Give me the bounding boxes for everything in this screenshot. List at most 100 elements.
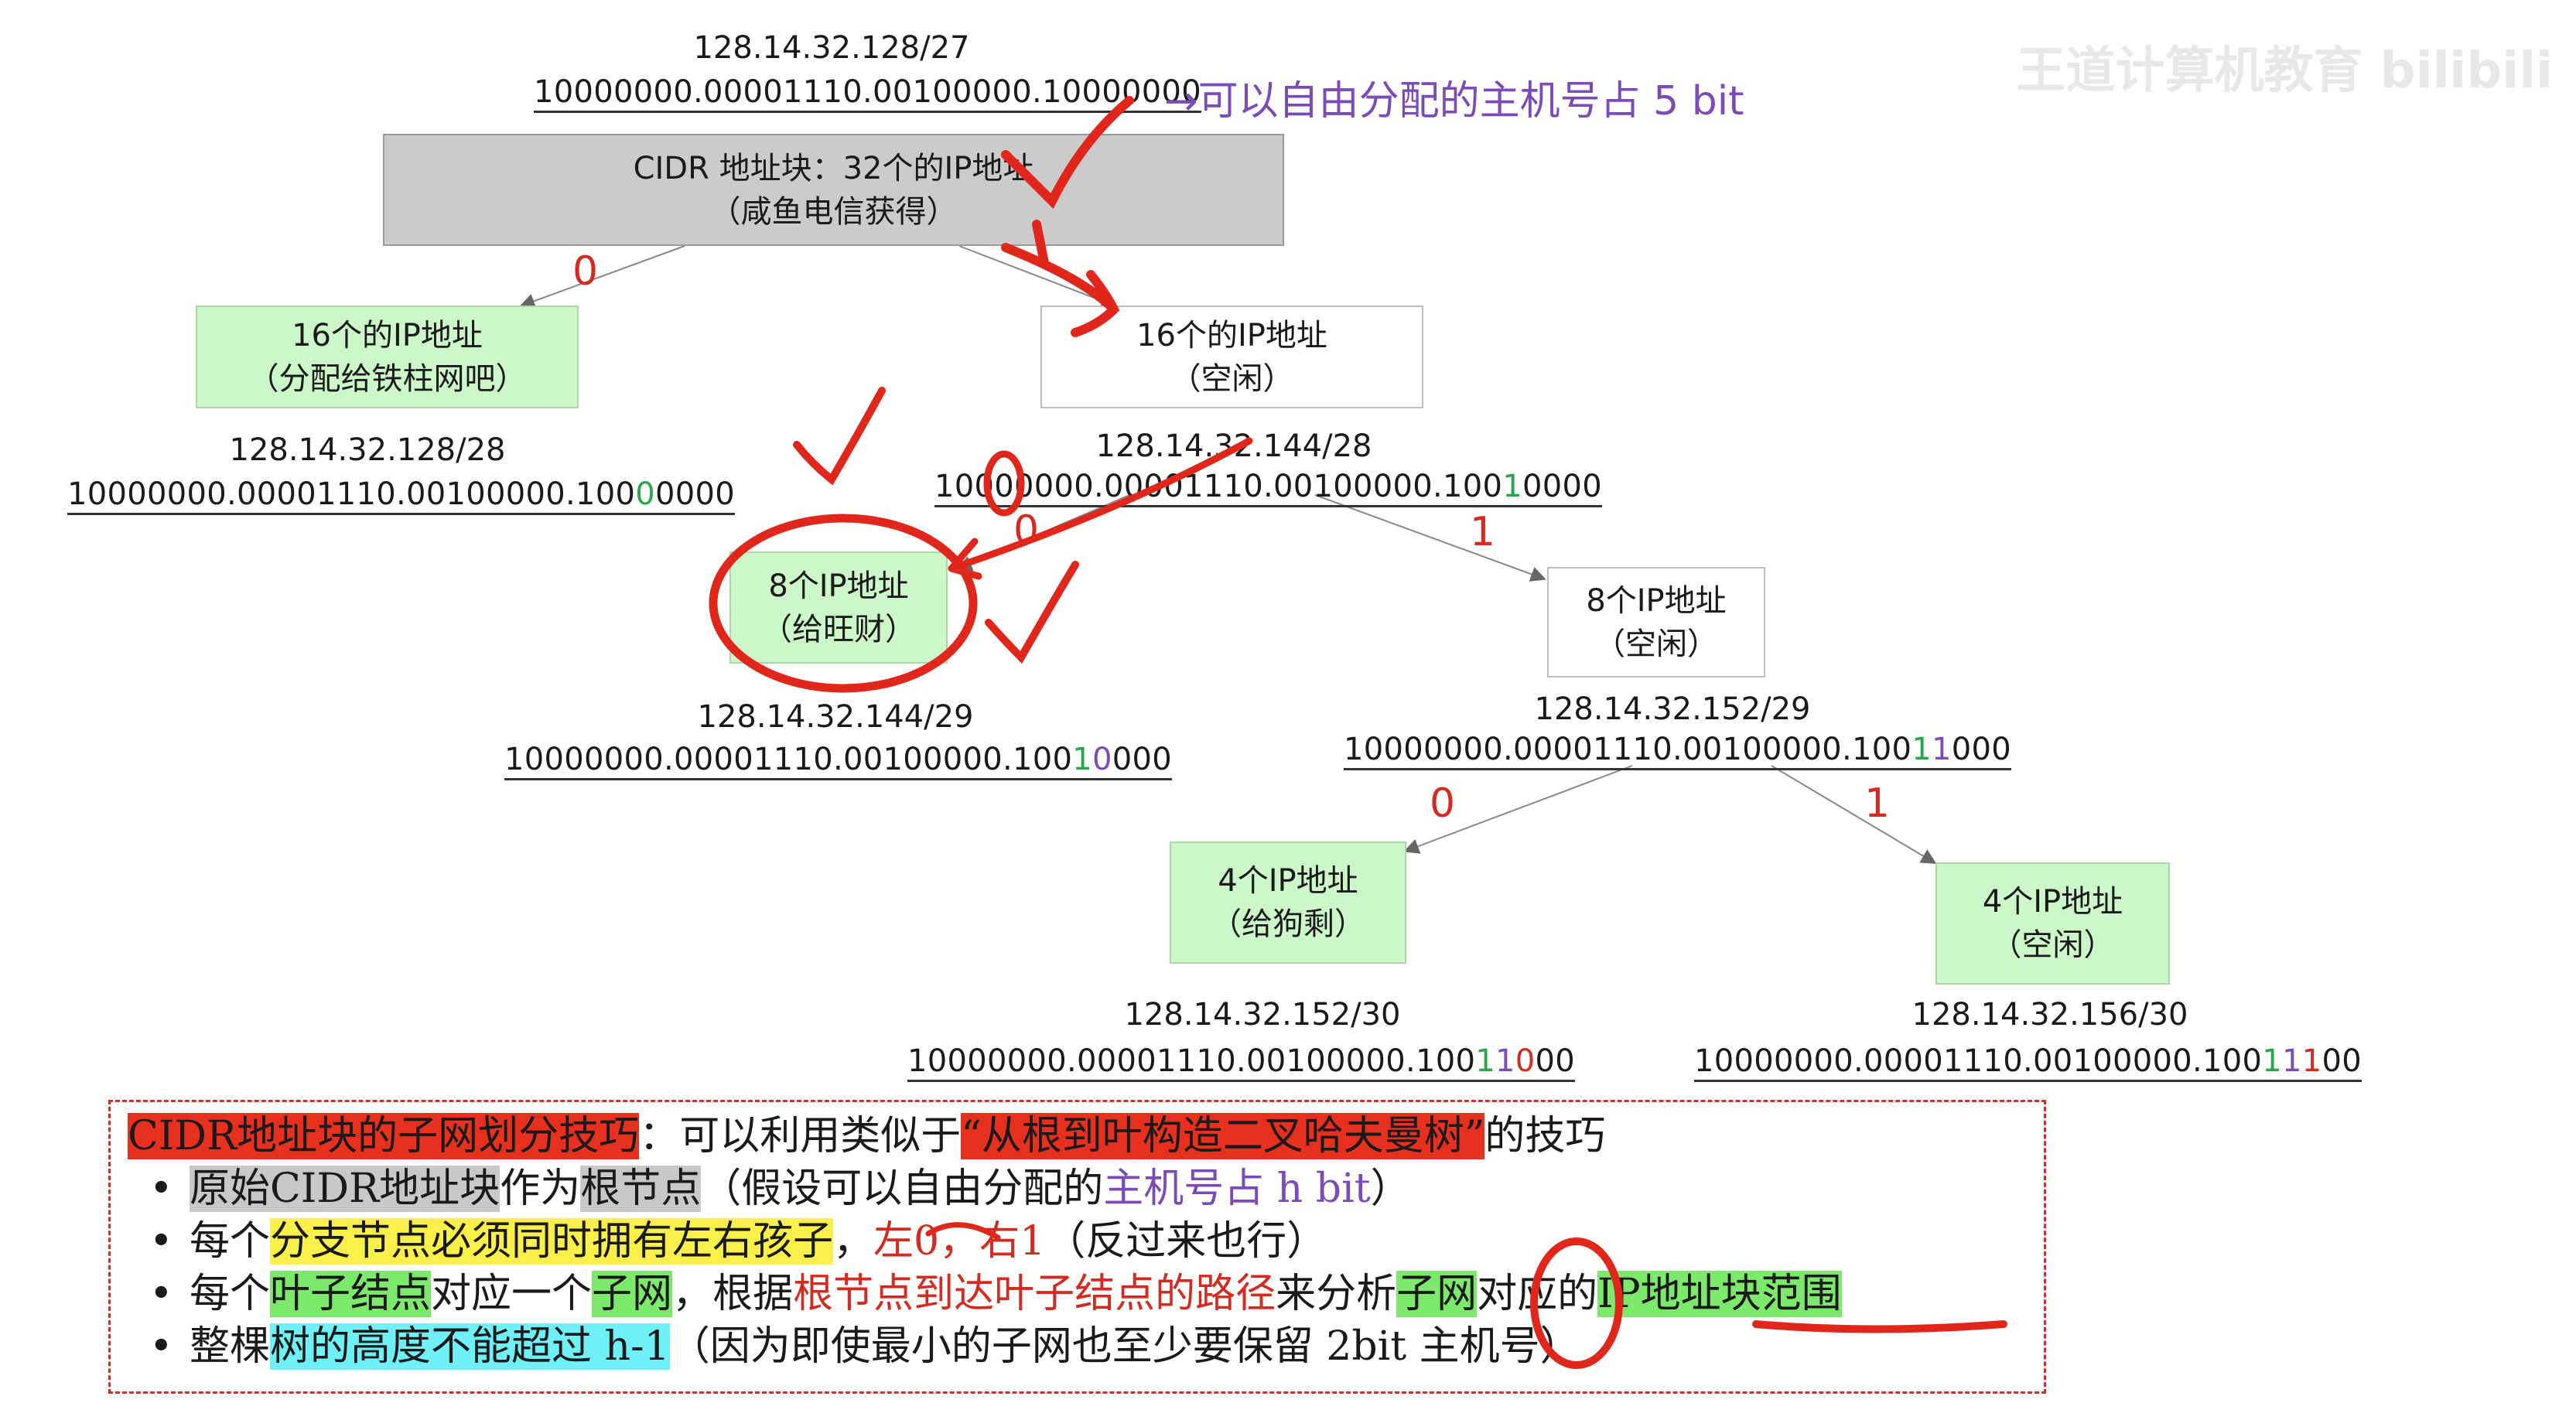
node-8-left-owner: （给旺财）: [761, 611, 916, 647]
bin-seg: 1: [1495, 1043, 1515, 1079]
root-node: CIDR 地址块：32个的IP地址 （咸鱼电信获得）: [383, 134, 1284, 246]
node-16-right: 16个的IP地址 （空闲）: [1040, 306, 1423, 408]
seg: （假设可以自由分配的: [701, 1166, 1104, 1212]
bin-seg: 000: [1951, 732, 2012, 767]
node-4-right: 4个IP地址 （空闲）: [1935, 862, 2170, 985]
node-16-left-owner: （分配给铁柱网吧）: [248, 360, 527, 397]
seg: 原始CIDR地址块: [190, 1166, 501, 1212]
edge-root-right: [958, 245, 1117, 309]
seg: 每个: [190, 1271, 271, 1317]
summary-bullet-3: •每个叶子结点对应一个子网，根据根节点到达叶子结点的路径来分析子网对应的IP地址…: [128, 1268, 2027, 1320]
seg: 来分析: [1276, 1271, 1397, 1317]
root-node-title: CIDR 地址块：32个的IP地址: [633, 150, 1034, 186]
node-8-right-binary: 10000000.00001110.00100000.10011000: [1344, 731, 2012, 770]
seg: 根节点到达叶子结点的路径: [793, 1271, 1276, 1317]
summary-box: CIDR地址块的子网划分技巧：可以利用类似于“从根到叶构造二叉哈夫曼树”的技巧 …: [108, 1100, 2046, 1394]
node-8-right: 8个IP地址 （空闲）: [1547, 567, 1765, 678]
bin-seg: 1: [1475, 1043, 1496, 1079]
seg: 每个: [190, 1218, 271, 1265]
bin-seg: 10000000.00001110.00100000.100: [907, 1043, 1476, 1079]
summary-bullet-1: • 原始CIDR地址块作为根节点（假设可以自由分配的主机号占 h bit）: [128, 1162, 2027, 1215]
bullet-icon: •: [149, 1166, 173, 1212]
seg: （反过来也行）: [1045, 1218, 1327, 1265]
seg: 子网: [1396, 1271, 1478, 1317]
node-8-left: 8个IP地址 （给旺财）: [729, 551, 948, 664]
summary-bullet-4: • 整棵树的高度不能超过 h-1（因为即使最小的子网也至少要保留 2bit 主机号…: [128, 1320, 2027, 1373]
host-bits-note-text: 可以自由分配的主机号占 5 bit: [1197, 78, 1744, 125]
bin-seg: 1: [2301, 1043, 2322, 1079]
node-16-left-ip: 128.14.32.128/28: [229, 432, 506, 468]
bin-seg: 000: [1112, 742, 1173, 777]
seg: 作为: [500, 1166, 581, 1212]
summary-title-main: CIDR地址块的子网划分技巧: [128, 1113, 640, 1159]
node-16-right-binary: 10000000.00001110.00100000.10010000: [934, 468, 1603, 507]
bin-seg: 1: [2282, 1043, 2302, 1079]
node-16-left-binary: 10000000.00001110.00100000.10000000: [67, 476, 736, 515]
node-8-left-ip: 128.14.32.144/29: [697, 699, 974, 735]
node-8-right-status: （空闲）: [1594, 626, 1718, 662]
top-ip: 128.14.32.128/27: [693, 30, 970, 66]
root-node-owner: （咸鱼电信获得）: [709, 193, 958, 230]
bin-seg: 00: [2321, 1043, 2362, 1079]
bin-seg: 1: [1502, 469, 1523, 504]
bin-seg: 1: [1932, 732, 1952, 767]
bullet-icon: •: [149, 1271, 173, 1317]
seg: IP地址块范围: [1597, 1271, 1842, 1317]
summary-title-end: 的技巧: [1484, 1113, 1606, 1159]
seg: 分支节点必须同时拥有左右孩子: [270, 1218, 834, 1265]
seg: 根节点: [580, 1166, 702, 1212]
seg: 叶子结点: [270, 1271, 432, 1317]
node-8-right-title: 8个IP地址: [1586, 582, 1727, 619]
checkmark-icon: [793, 387, 886, 486]
summary-bullet-2: •每个分支节点必须同时拥有左右孩子，左0，右1（反过来也行）: [128, 1215, 2027, 1268]
bullet-icon: •: [149, 1323, 173, 1370]
bin-seg: 00: [1535, 1043, 1576, 1079]
seg: （因为即使最小的子网也至少要保留 2bit 主机号）: [669, 1323, 1580, 1370]
bin-seg: 10000000.00001110.00100000.100: [1344, 732, 1912, 767]
watermark: 王道计算机教育 bilibili: [2016, 43, 2553, 100]
bin-seg: 0: [635, 476, 656, 512]
top-binary-network: 10000000.00001110.00100000.100: [534, 74, 1102, 110]
edge-r16-right: [1314, 494, 1546, 582]
bullet-icon: •: [149, 1218, 173, 1265]
seg: 树的高度不能超过 h-1: [270, 1323, 670, 1370]
edge-label-root-left: 0: [572, 248, 599, 295]
bin-seg: 1: [1072, 742, 1093, 777]
bin-seg: 10000000.00001110.00100000.100: [504, 742, 1073, 777]
node-8-left-title: 8个IP地址: [768, 568, 909, 604]
seg: 主机号占 h bit: [1103, 1166, 1371, 1212]
node-4-left: 4个IP地址 （给狗剩）: [1170, 841, 1406, 964]
node-16-right-ip: 128.14.32.144/28: [1095, 428, 1372, 464]
seg: 对应一个: [431, 1271, 593, 1317]
node-16-left: 16个的IP地址 （分配给铁柱网吧）: [196, 306, 579, 408]
node-4-right-ip: 128.14.32.156/30: [1912, 997, 2188, 1033]
node-4-left-title: 4个IP地址: [1218, 863, 1358, 899]
checkmark-icon: [985, 561, 1079, 664]
node-4-left-owner: （给狗剩）: [1211, 906, 1365, 942]
seg: ，: [833, 1218, 874, 1265]
seg: ）: [1370, 1166, 1411, 1212]
edge-r8-right: [1771, 765, 1937, 865]
node-16-right-title: 16个的IP地址: [1136, 317, 1327, 353]
bin-seg: 10000000.00001110.00100000.100: [67, 476, 636, 512]
node-16-left-title: 16个的IP地址: [292, 317, 483, 353]
node-4-right-status: （空闲）: [1990, 927, 2115, 963]
host-bits-note: →可以自由分配的主机号占 5 bit: [1164, 68, 1744, 126]
seg: ，根据: [672, 1271, 794, 1317]
edge-label-r16-right: 1: [1470, 509, 1496, 555]
bin-seg: 0000: [655, 476, 736, 512]
node-4-right-title: 4个IP地址: [1982, 884, 2123, 920]
bin-seg: 1: [2262, 1043, 2283, 1079]
arrow-right-icon: →: [1164, 78, 1198, 125]
edge-label-r8-left: 0: [1430, 780, 1456, 827]
node-16-right-status: （空闲）: [1170, 360, 1294, 397]
seg: 整棵: [190, 1323, 271, 1370]
node-4-left-binary: 10000000.00001110.00100000.10011000: [907, 1043, 1576, 1082]
edge-root-left: [519, 245, 685, 309]
edge-label-r8-right: 1: [1864, 780, 1891, 827]
node-4-left-ip: 128.14.32.152/30: [1124, 997, 1401, 1033]
node-8-right-ip: 128.14.32.152/29: [1534, 691, 1811, 727]
node-8-left-binary: 10000000.00001110.00100000.10010000: [504, 741, 1173, 780]
bin-seg: 0: [1092, 742, 1112, 777]
